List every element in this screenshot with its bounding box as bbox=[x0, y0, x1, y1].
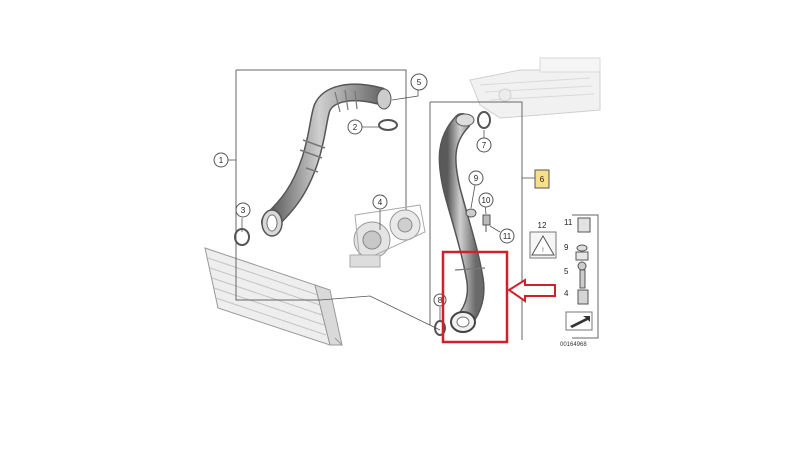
callout-9: 9 bbox=[468, 170, 484, 186]
temperature-sensor bbox=[465, 208, 491, 232]
svg-text:5: 5 bbox=[417, 78, 422, 87]
clamp-illustration bbox=[261, 209, 283, 237]
svg-text:8: 8 bbox=[438, 296, 443, 305]
svg-text:4: 4 bbox=[564, 289, 569, 298]
legend-item-4: 4 bbox=[564, 289, 589, 305]
callout-4: 4 bbox=[372, 194, 388, 210]
legend-item-11: 11 bbox=[564, 217, 591, 233]
charge-air-hose-lower bbox=[438, 113, 486, 333]
svg-text:2: 2 bbox=[353, 123, 358, 132]
svg-text:5: 5 bbox=[564, 267, 569, 276]
charge-air-hose-upper bbox=[261, 83, 392, 231]
svg-text:!: ! bbox=[542, 248, 544, 254]
o-ring-7 bbox=[477, 111, 491, 129]
turbocharger-illustration bbox=[349, 204, 426, 268]
highlight-box bbox=[441, 250, 509, 344]
legend-item-5: 5 bbox=[564, 261, 587, 289]
svg-text:3: 3 bbox=[241, 206, 246, 215]
callout-7: 7 bbox=[476, 137, 492, 153]
callout-11: 11 bbox=[499, 228, 515, 244]
image-number: 00164968 bbox=[560, 342, 587, 348]
svg-text:7: 7 bbox=[482, 141, 487, 150]
svg-text:10: 10 bbox=[482, 196, 491, 205]
svg-text:6: 6 bbox=[540, 175, 545, 184]
callout-1: 1 bbox=[213, 152, 229, 168]
arrow-icon bbox=[565, 311, 593, 331]
svg-text:12: 12 bbox=[538, 221, 547, 230]
o-ring-2 bbox=[378, 119, 398, 131]
svg-text:11: 11 bbox=[564, 218, 573, 227]
callout-3: 3 bbox=[235, 202, 251, 218]
legend-panel: 11 9 5 4 bbox=[564, 214, 599, 339]
callout-2: 2 bbox=[347, 119, 363, 135]
svg-text:1: 1 bbox=[219, 156, 224, 165]
intercooler-illustration bbox=[204, 247, 344, 346]
svg-text:4: 4 bbox=[378, 198, 383, 207]
warning-sticker: 12 ! bbox=[529, 221, 557, 259]
svg-text:11: 11 bbox=[503, 232, 512, 241]
callout-10: 10 bbox=[478, 192, 494, 208]
svg-text:9: 9 bbox=[564, 243, 569, 252]
intercooler-top-illustration bbox=[469, 57, 601, 119]
group-1-frame bbox=[235, 69, 407, 301]
legend-item-9: 9 bbox=[564, 243, 589, 261]
highlight-arrow-icon bbox=[507, 278, 556, 303]
callout-5: 5 bbox=[410, 73, 428, 91]
group-6-frame bbox=[429, 101, 523, 340]
callout-6: 6 bbox=[534, 169, 550, 189]
svg-text:9: 9 bbox=[474, 174, 479, 183]
